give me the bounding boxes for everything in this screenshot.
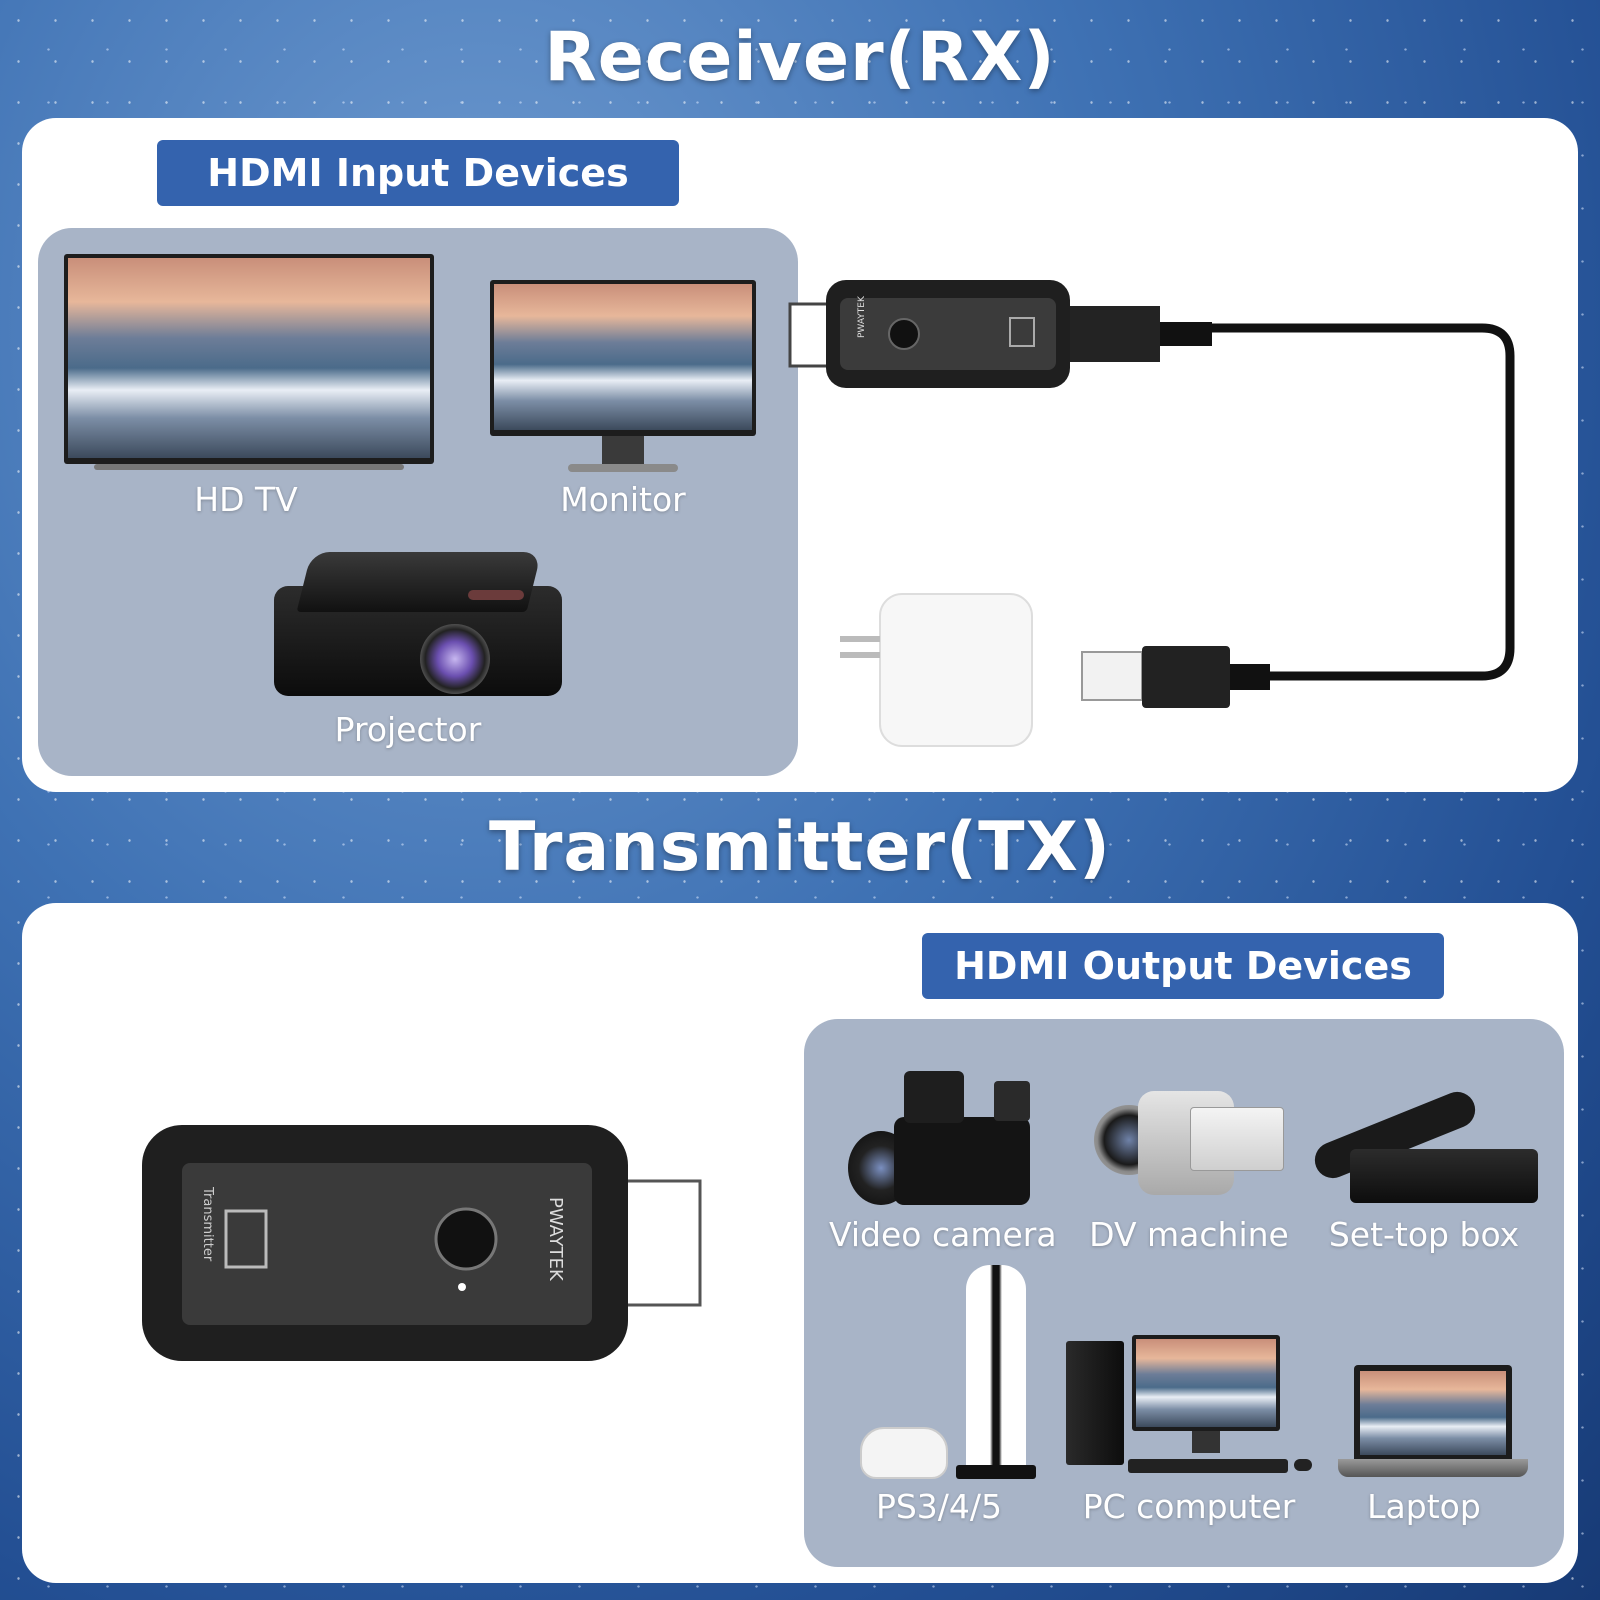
laptop-icon <box>1338 1365 1528 1489</box>
output-devices-panel: Video camera DV machine Set-top box PS3/… <box>804 1019 1564 1567</box>
usb-plug-icon <box>1081 646 1270 708</box>
set-top-box-icon <box>1309 1086 1540 1211</box>
device-label-pc-computer: PC computer <box>1082 1487 1296 1526</box>
receiver-brand-text: PWAYTEK <box>857 295 867 338</box>
device-label-projector: Projector <box>334 710 482 749</box>
usb-c-connector <box>1070 306 1160 362</box>
device-label-hdtv: HD TV <box>194 480 298 519</box>
hdmi-receiver-dongle: PWAYTEK <box>826 280 1070 388</box>
transmitter-title: Transmitter(TX) <box>488 808 1112 887</box>
dv-camcorder-icon <box>1094 1077 1284 1207</box>
usb-cable <box>1212 323 1515 681</box>
hdmi-plug-tx <box>618 1179 702 1307</box>
output-devices-heading: HDMI Output Devices <box>922 933 1444 999</box>
tv-icon <box>64 254 434 474</box>
game-console-icon <box>856 1265 1046 1485</box>
transmitter-brand-text: PWAYTEK <box>545 1197 566 1282</box>
transmitter-role-text: Transmitter <box>200 1186 215 1262</box>
device-label-ps: PS3/4/5 <box>875 1487 1003 1526</box>
device-label-monitor: Monitor <box>560 480 686 519</box>
power-adapter-icon <box>840 593 1033 747</box>
pc-computer-icon <box>1066 1335 1316 1485</box>
video-camera-icon <box>844 1053 1034 1213</box>
device-label-video-camera: Video camera <box>829 1215 1057 1254</box>
projector-icon <box>274 552 562 712</box>
device-label-set-top-box: Set-top box <box>1328 1215 1520 1254</box>
receiver-title: Receiver(RX) <box>544 18 1056 97</box>
receiver-card: HDMI Input Devices HD TV Monitor <box>22 118 1578 792</box>
receiver-cable-illustration: PWAYTEK <box>788 280 1515 747</box>
transmitter-card: PWAYTEK Transmitter HDMI Output Devices … <box>22 903 1578 1583</box>
device-label-laptop: Laptop <box>1367 1487 1481 1526</box>
device-label-dv-machine: DV machine <box>1089 1215 1289 1254</box>
hdmi-transmitter-dongle: PWAYTEK Transmitter <box>142 1125 702 1361</box>
input-devices-heading: HDMI Input Devices <box>157 140 679 206</box>
input-devices-panel: HD TV Monitor Projector <box>38 228 798 776</box>
monitor-icon <box>490 280 756 480</box>
